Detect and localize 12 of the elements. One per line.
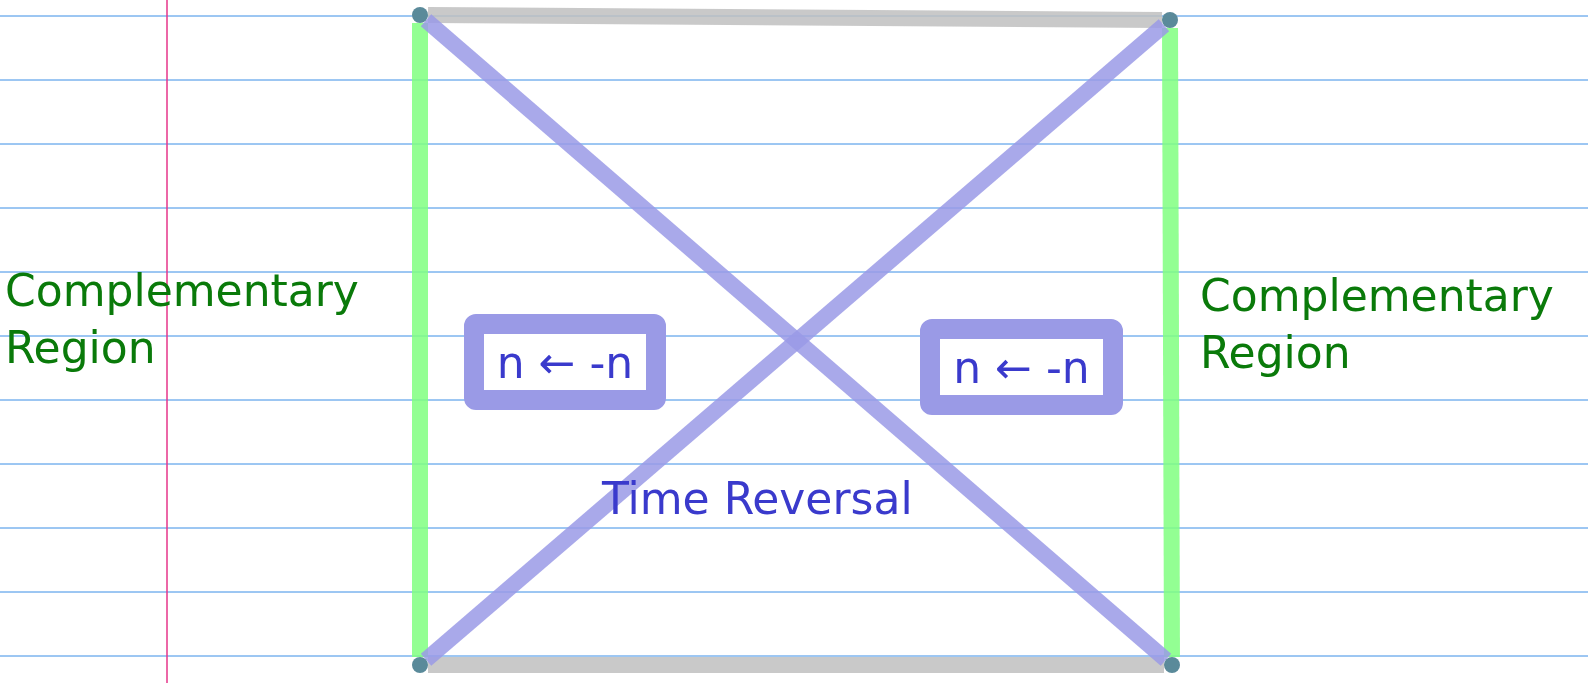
text-box: n ← -n [464,314,666,410]
text-box: n ← -n [920,319,1123,415]
corner-dot [1162,12,1178,28]
caption-label: Time Reversal [602,472,914,526]
corner-dot [412,657,428,673]
connector-line [428,657,1164,673]
corner-dot [1164,657,1180,673]
region-label: Complementary Region [1200,269,1555,381]
connector-line [1162,27,1180,658]
connector-line [427,7,1163,28]
corner-dot [412,7,428,23]
connector-line [412,23,428,657]
